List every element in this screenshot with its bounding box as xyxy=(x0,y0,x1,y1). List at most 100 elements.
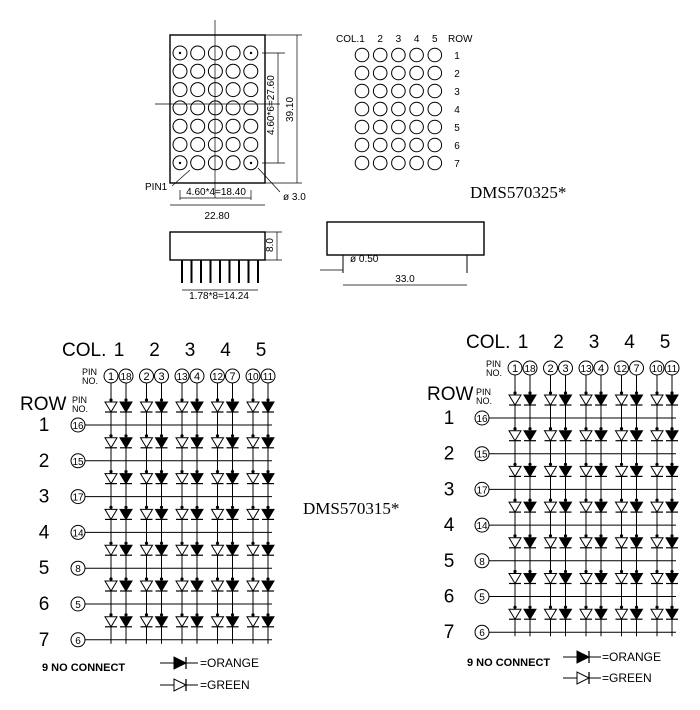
junction-dot xyxy=(266,613,270,617)
junction-dot xyxy=(251,398,255,402)
junction-dot xyxy=(230,577,235,581)
row-pin-number: 5 xyxy=(479,593,485,604)
junction-dot xyxy=(124,613,128,617)
dot-map-dot xyxy=(372,47,388,63)
junction-dot xyxy=(195,470,199,474)
green-led xyxy=(614,608,629,621)
green-led xyxy=(139,437,154,449)
left-row-label: ROW xyxy=(20,394,67,415)
col-pin-number: 2 xyxy=(143,371,149,383)
junction-dot xyxy=(528,534,532,538)
dot-map-dot xyxy=(354,137,370,153)
front-dot xyxy=(190,155,206,171)
dot-map-dot xyxy=(372,83,388,99)
orange-led xyxy=(190,544,204,557)
dot-map-dot xyxy=(354,119,370,135)
front-dot xyxy=(190,118,206,134)
green-led xyxy=(139,473,154,485)
col-pin-number: 11 xyxy=(263,372,274,383)
junction-dot xyxy=(584,569,588,574)
junction-dot xyxy=(513,569,517,574)
dim-pitch-h: 4.60*4=18.40 xyxy=(186,187,246,198)
orange-led xyxy=(190,473,204,485)
orange-led xyxy=(154,401,169,413)
front-view-outline xyxy=(169,34,266,184)
orange-led xyxy=(154,437,169,449)
junction-dot xyxy=(563,534,568,538)
green-led xyxy=(614,430,629,442)
orange-led xyxy=(154,473,169,485)
junction-dot xyxy=(584,498,588,502)
junction-dot xyxy=(230,613,235,617)
green-led xyxy=(246,616,260,628)
row-pin-number: 15 xyxy=(476,450,488,461)
green-led xyxy=(104,544,118,557)
junction-dot xyxy=(230,434,235,438)
orange-led xyxy=(523,501,537,514)
green-led xyxy=(175,437,189,449)
green-led xyxy=(579,573,593,585)
dot-map-dot xyxy=(427,101,443,117)
green-led xyxy=(614,465,629,478)
junction-dot xyxy=(109,470,113,474)
front-dot xyxy=(243,137,259,152)
front-dot xyxy=(172,82,188,98)
junction-dot xyxy=(215,398,220,402)
junction-dot xyxy=(266,577,270,581)
junction-dot xyxy=(599,569,603,574)
orange-led xyxy=(665,608,679,621)
junction-dot xyxy=(215,434,220,438)
junction-dot xyxy=(634,534,639,538)
orange-led xyxy=(594,573,608,585)
green-led xyxy=(508,573,522,585)
junction-dot xyxy=(266,470,270,474)
front-dot xyxy=(190,63,206,79)
green-led xyxy=(579,394,593,406)
dot-map-col-number: 1 xyxy=(359,34,365,45)
row-number: 5 xyxy=(39,558,50,579)
green-led xyxy=(650,501,664,514)
orange-led xyxy=(523,608,537,621)
pin-legs xyxy=(181,260,259,283)
junction-dot xyxy=(619,605,624,609)
right-col-label: COL. xyxy=(466,332,510,353)
junction-dot xyxy=(266,505,270,509)
front-dot xyxy=(225,82,241,98)
right-legend-orange: =ORANGE xyxy=(602,650,661,664)
junction-dot xyxy=(619,498,624,502)
junction-dot xyxy=(634,427,639,431)
front-dot xyxy=(225,118,241,134)
dot-map-col-number: 5 xyxy=(432,34,438,45)
dot-map-dot xyxy=(427,155,443,171)
col-pin-number: 1 xyxy=(108,371,114,383)
orange-led xyxy=(190,508,204,521)
dot-map-col-label: COL. xyxy=(336,34,359,45)
dot-map-row-number: 1 xyxy=(454,51,460,62)
green-led xyxy=(650,573,664,585)
orange-led xyxy=(629,501,644,514)
row-number: 4 xyxy=(444,515,455,536)
dim-pitch-v: 4.60*6=27.60 xyxy=(266,75,277,135)
junction-dot xyxy=(655,534,659,538)
orange-led xyxy=(665,573,679,585)
pin-view-body xyxy=(169,231,266,261)
junction-dot xyxy=(195,398,199,402)
front-dot xyxy=(243,82,259,98)
dot-map-dot xyxy=(391,137,406,153)
junction-dot xyxy=(655,427,659,431)
col-number: 3 xyxy=(185,340,196,361)
junction-dot xyxy=(584,391,588,395)
green-led xyxy=(246,580,260,592)
green-led xyxy=(543,394,558,406)
orange-led xyxy=(629,465,644,478)
dim-height: 39.10 xyxy=(285,97,296,122)
side-view-body xyxy=(326,221,485,256)
col-pin-number: 10 xyxy=(247,372,259,383)
dot-map-dot xyxy=(372,155,388,171)
dot-map-dot xyxy=(354,47,370,63)
front-dot xyxy=(243,45,259,61)
front-dot xyxy=(172,45,188,61)
